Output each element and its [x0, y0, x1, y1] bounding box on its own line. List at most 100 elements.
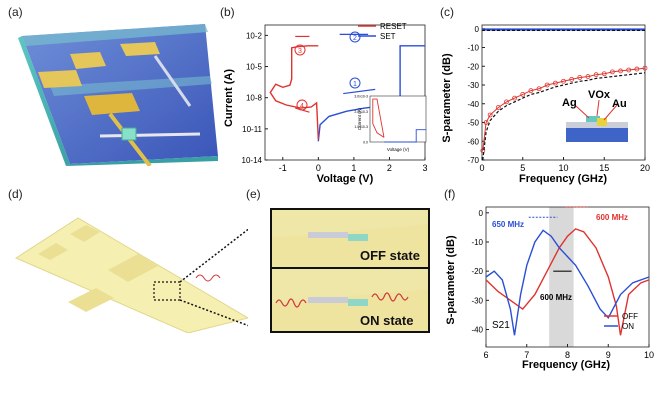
arrow-ag	[575, 105, 590, 119]
f-x-tick-label: 7	[524, 350, 529, 360]
f-x-label: Frequency (GHz)	[522, 359, 610, 371]
marker-3	[294, 44, 306, 56]
device-array-illustration	[18, 24, 218, 166]
c-series-red-marker	[544, 82, 550, 88]
off-state-illustration	[272, 224, 428, 267]
c-series-red-marker	[536, 86, 542, 92]
iv-y-label: Current (A)	[223, 69, 235, 127]
c-y-label: S-parameter (dB)	[441, 53, 453, 143]
c-x-tick-label: 15	[599, 163, 609, 173]
iv-chart: Current (A) Voltage (V) 10-210-510-810-1…	[223, 22, 428, 185]
label-vox: VOx	[588, 89, 611, 101]
layout-pad-2	[70, 225, 100, 242]
c-series-red-marker	[569, 76, 575, 82]
marker-1-label: 1	[353, 81, 357, 88]
off-state-panel: OFF state	[270, 208, 430, 269]
off-electrode	[308, 232, 348, 238]
on-state-label: ON state	[360, 313, 414, 328]
c-series-red-marker	[480, 148, 486, 154]
panel-label-a: (a)	[8, 5, 23, 19]
zoom-line-top	[179, 228, 248, 283]
c-series-red-marker	[483, 120, 489, 125]
inset-y-tick-label: 2.0x10-3	[354, 110, 368, 114]
iv-markers: 1 2 3 4	[294, 31, 361, 111]
iv-y-tick-label: 10-8	[246, 94, 263, 103]
inset-x-label: Voltage (V)	[387, 147, 410, 152]
iv-y-tick-label: 10-11	[242, 125, 262, 134]
legend-set-label: SET	[380, 32, 396, 41]
inset-frame	[369, 95, 427, 143]
pad-top-right	[120, 42, 160, 56]
signal-wave-d	[195, 274, 221, 282]
f-y-tick-label: -40	[471, 326, 483, 335]
marker-2	[349, 31, 361, 43]
f-y-tick-label: -20	[471, 267, 483, 276]
layout-pad-1	[38, 243, 68, 260]
layout-pad-3	[108, 254, 158, 282]
off-switch	[348, 234, 368, 241]
panel-label-b: (b)	[220, 5, 235, 19]
switch-element	[121, 127, 137, 141]
c-series-red	[482, 67, 646, 151]
panel-label-c: (c)	[440, 5, 454, 19]
inset-y-tick-label: 0.0	[363, 141, 368, 145]
ann-600-top: 600 MHz	[596, 213, 628, 222]
marker-2-label: 2	[353, 35, 357, 42]
c-y-tick-label: 0	[475, 25, 480, 34]
substrate-edge-left	[18, 36, 70, 166]
f-legend: OFF ON	[604, 312, 638, 331]
marker-4	[296, 99, 308, 111]
s-param-chart: S-parameter (dB) Frequency (GHz) 0-10-20…	[441, 24, 650, 185]
c-series-red-marker	[601, 71, 607, 77]
panel-label-e: (e)	[246, 187, 261, 201]
substrate-edge-bottom	[66, 156, 218, 166]
pad-mid-left	[38, 70, 82, 88]
iv-x-label: Voltage (V)	[317, 173, 374, 185]
c-series-dashed-3	[482, 72, 646, 161]
marker-3-label: 3	[298, 48, 302, 55]
signal-line-top	[22, 24, 208, 46]
filter-chart: S-parameter (dB) Frequency (GHz) 0-10-20…	[445, 206, 654, 371]
iv-x-tick-label: -1	[279, 163, 287, 173]
arrow-au	[603, 104, 618, 121]
on-wave-left	[275, 298, 307, 308]
off-state-label: OFF state	[360, 248, 420, 263]
iv-arrow-set-1	[343, 88, 376, 95]
c-series-red-marker	[561, 78, 566, 84]
f-x-tick-label: 10	[644, 350, 654, 360]
c-series-red-marker	[634, 66, 640, 72]
inset-ag	[586, 116, 600, 122]
c-series-red-marker	[552, 80, 558, 86]
f-x-tick-label: 6	[483, 350, 488, 360]
f-shaded-band	[549, 207, 574, 347]
c-y-tick-label: -30	[467, 81, 479, 90]
c-x-tick-label: 5	[520, 163, 525, 173]
c-x-label: Frequency (GHz)	[519, 173, 607, 185]
pad-hexagon	[84, 93, 140, 115]
c-x-tick-label: 0	[479, 163, 484, 173]
layout-pad-4	[68, 288, 114, 312]
f-y-label: S-parameter (dB)	[445, 235, 457, 325]
inset-y-tick-label: 3.0x10-3	[354, 95, 368, 99]
on-switch	[348, 299, 368, 306]
inset-y-label: Current (A)	[357, 107, 362, 130]
c-series-red-marker	[618, 68, 623, 74]
inset-au	[597, 118, 607, 126]
iv-x-tick-label: 0	[316, 163, 321, 173]
on-electrode	[308, 297, 348, 303]
f-y-tick-label: -10	[471, 238, 483, 247]
iv-x-tick-label: 2	[387, 163, 392, 173]
inset-series-set	[384, 129, 426, 143]
legend-off-label: OFF	[622, 312, 638, 321]
c-x-tick-label: 20	[640, 163, 650, 173]
c-series-red-marker	[577, 75, 583, 80]
label-ag: Ag	[562, 97, 577, 109]
c-series-red-marker	[520, 91, 526, 97]
ann-600-mid: 600 MHz	[540, 293, 572, 302]
inset-series-reset	[372, 98, 385, 138]
on-state-panel: ON state	[270, 267, 430, 333]
c-x-tick-label: 10	[558, 163, 568, 173]
label-au: Au	[612, 98, 627, 110]
ann-650-mhz: 650 MHz	[492, 220, 524, 229]
electrode-line-3	[99, 132, 201, 138]
